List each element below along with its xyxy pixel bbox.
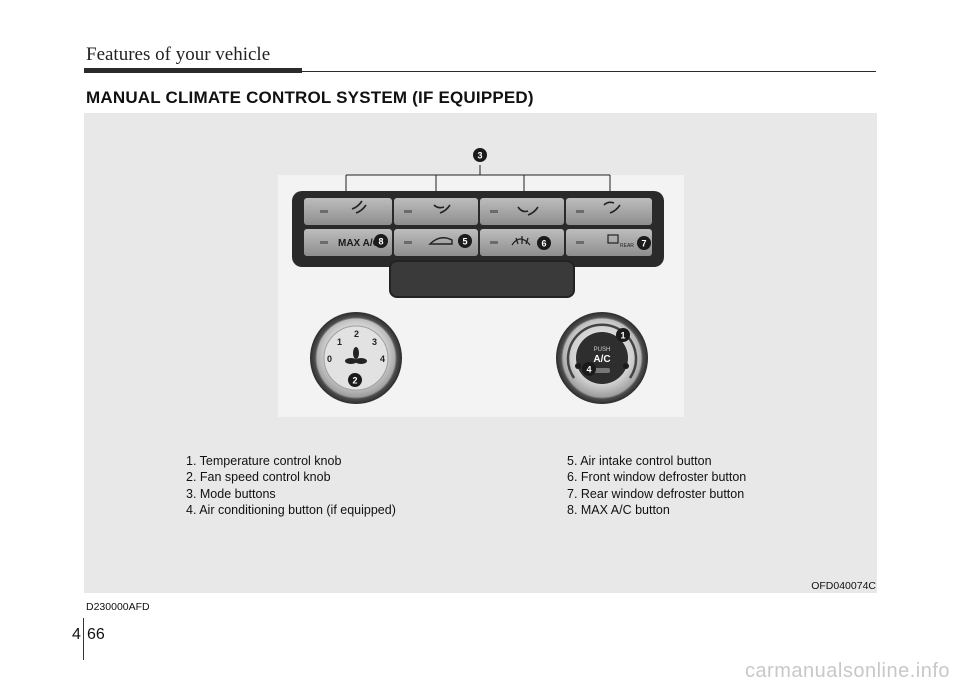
svg-text:3: 3: [477, 151, 482, 161]
temperature-knob[interactable]: PUSH A/C: [556, 312, 648, 404]
legend-item: 3. Mode buttons: [186, 486, 276, 501]
footer-divider: [83, 618, 84, 660]
temperature-arc: [566, 323, 638, 379]
callout-3: 3: [473, 148, 487, 162]
fan-dial-2: 2: [354, 329, 359, 339]
legend-left: 1. Temperature control knob 2. Fan speed…: [186, 453, 396, 518]
figure-code: OFD040074C: [811, 580, 876, 592]
air-intake-button[interactable]: [394, 229, 478, 256]
indicator-leds-top: [320, 210, 584, 213]
face-vent-icon: [351, 200, 367, 214]
push-label: PUSH: [594, 347, 611, 353]
legend-item: 1. Temperature control knob: [186, 454, 342, 468]
bilevel-vent-icon: [433, 204, 451, 214]
page-header-title: Features of your vehicle: [86, 44, 271, 65]
climate-figure: MAX A/C REAR 0 1 2 3 4 PUSH: [84, 113, 877, 593]
legend-item: 6. Front window defroster button: [567, 470, 747, 485]
svg-text:1: 1: [620, 331, 625, 341]
callout-1: 1: [616, 328, 630, 342]
mode-button-face[interactable]: [304, 198, 392, 225]
legend-item: 2. Fan speed control knob: [186, 470, 331, 485]
header-rule-thick: [84, 68, 302, 73]
indicator-leds-bottom: [320, 241, 584, 244]
svg-text:8: 8: [378, 237, 383, 247]
svg-text:4: 4: [586, 365, 591, 375]
fan-icon: [345, 347, 367, 364]
max-ac-label: MAX A/C: [338, 238, 380, 249]
callout-4: 4: [582, 362, 596, 376]
legend-item: 4. Air conditioning button (if equipped): [186, 502, 396, 517]
floor-vent-icon: [517, 206, 539, 216]
fan-speed-knob[interactable]: 0 1 2 3 4: [310, 312, 402, 404]
svg-text:2: 2: [352, 376, 357, 386]
climate-control-illustration: MAX A/C REAR 0 1 2 3 4 PUSH: [278, 148, 684, 417]
callout-8: 8: [374, 234, 388, 248]
chapter-number: 4: [72, 626, 81, 643]
fan-dial-0: 0: [327, 354, 332, 364]
legend-right: 5. Air intake control button 6. Front wi…: [567, 453, 746, 518]
header-rule-thin: [302, 71, 876, 72]
svg-text:6: 6: [541, 239, 546, 249]
callout-7: 7: [637, 236, 651, 250]
fan-dial-3: 3: [372, 337, 377, 347]
section-title: MANUAL CLIMATE CONTROL SYSTEM (IF EQUIPP…: [86, 88, 534, 107]
panel-lower-tab: [389, 260, 575, 298]
mode-button-row: [304, 198, 652, 225]
front-defrost-icon: [511, 236, 531, 246]
svg-text:7: 7: [641, 239, 646, 249]
recirculation-icon: [428, 237, 453, 245]
legend-item: 8. MAX A/C button: [567, 502, 670, 517]
legend-item: 7. Rear window defroster button: [567, 486, 745, 501]
fan-dial-4: 4: [380, 354, 385, 364]
svg-text:5: 5: [462, 237, 467, 247]
callout-5: 5: [458, 234, 472, 248]
vent-icons: [351, 200, 621, 216]
mode-button-floor-defog[interactable]: [566, 198, 652, 225]
floor-defrost-vent-icon: [603, 201, 621, 214]
watermark[interactable]: carmanualsonline.info: [744, 660, 950, 682]
legend-item: 5. Air intake control button: [567, 454, 712, 468]
max-ac-button[interactable]: [304, 229, 392, 256]
mode-button-face-defog[interactable]: [394, 198, 478, 225]
ac-label: A/C: [593, 354, 610, 365]
callout-2: 2: [348, 373, 362, 387]
fan-dial-1: 1: [337, 337, 342, 347]
callout-6: 6: [537, 236, 551, 250]
ac-indicator: [594, 368, 610, 373]
document-code: D230000AFD: [86, 601, 150, 613]
page-number: 66: [87, 626, 105, 643]
rear-defrost-icon: [607, 234, 619, 244]
rear-label: REAR: [620, 243, 634, 249]
